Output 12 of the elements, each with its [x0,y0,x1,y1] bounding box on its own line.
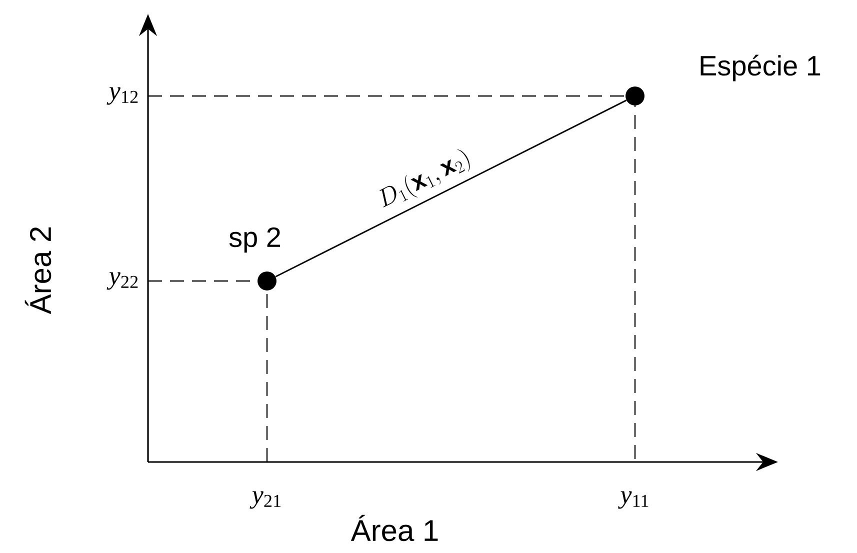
tick-label: y$_{22}$ [106,272,138,290]
data-point [626,86,644,106]
tick-label: y$_{12}$ [106,87,138,105]
edge-label: $D_{1}(\mathbf{x}_{1},\mathbf{x}_{2})$ [372,144,477,215]
axis-title: Área 1 [350,514,438,542]
point-label: Espécie 1 [700,54,820,82]
point-label: sp 2 [229,227,280,253]
line [275,100,627,278]
axis-title: Área 2 [24,227,52,314]
tick-label: y$_{11}$ [618,491,648,509]
data-point [258,272,276,290]
tick-label: y$_{21}$ [250,491,281,509]
